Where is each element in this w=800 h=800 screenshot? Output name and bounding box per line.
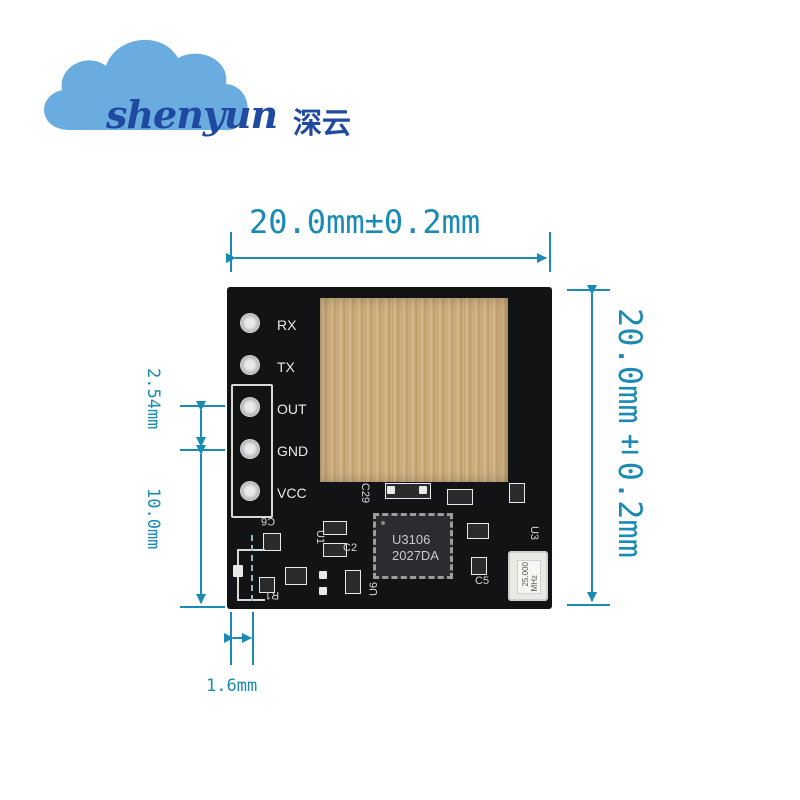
smd-component [259, 577, 275, 593]
shenyun-logo: shenyun 深云 [30, 20, 360, 145]
smd-component [323, 543, 347, 557]
pad-out [240, 397, 260, 417]
smd-component [471, 557, 487, 575]
silk-u3: U3 [528, 525, 541, 541]
crystal-oscillator: 25.000 MHz [508, 551, 548, 601]
pin1-dot [381, 521, 385, 525]
cloud-icon [44, 39, 248, 130]
pad-tx [240, 355, 260, 375]
silk-c2: C2 [343, 542, 358, 554]
smd-pad [319, 571, 327, 579]
silk-u6: U6 [368, 581, 381, 597]
edge-offset-label: 1.6mm [206, 676, 258, 696]
pin-center-line [251, 535, 253, 601]
width-label: 20.0mm±0.2mm [249, 203, 481, 241]
smd-component [447, 489, 473, 505]
crystal-frequency: 25.000 [521, 562, 530, 587]
silk-r1: R1 [265, 589, 280, 601]
smd-component [509, 483, 525, 503]
pad-rx [240, 313, 260, 333]
pad-gnd [240, 439, 260, 459]
smd-pad [233, 565, 243, 577]
crystal-marking: 25.000 [521, 562, 530, 586]
smd-component [467, 523, 489, 539]
pin-pitch-label: 2.54mm [143, 368, 163, 430]
brand-name-chinese: 深云 [293, 106, 352, 140]
smd-pad [387, 486, 395, 494]
silk-c5: C5 [475, 575, 490, 587]
chip-marking-1: U3106 [392, 532, 431, 547]
pin-label-out: OUT [277, 401, 307, 417]
smd-pad [319, 587, 327, 595]
silk-c6: C6 [261, 515, 276, 527]
pcb-board: RX TX OUT GND VCC U3106 2027DA 25.000 MH… [227, 287, 552, 609]
height-label: 20.0mm±0.2mm [611, 308, 649, 558]
pin-label-tx: TX [277, 359, 295, 375]
pin-label-vcc: VCC [277, 485, 307, 501]
rf-shield [320, 298, 508, 482]
main-chip: U3106 2027DA [373, 513, 453, 579]
pin-span-label: 10.0mm [143, 488, 163, 550]
smd-component [263, 533, 281, 551]
silk-u1: U1 [314, 529, 327, 545]
chip-marking-2: 2027DA [392, 548, 439, 563]
silk-c29: C29 [359, 482, 372, 504]
pin-header-outline [231, 384, 273, 518]
pad-vcc [240, 481, 260, 501]
smd-component [285, 567, 307, 585]
crystal-unit: MHz [530, 575, 539, 592]
pin-label-gnd: GND [277, 443, 309, 459]
brand-name: shenyun [106, 92, 278, 137]
smd-pad [419, 486, 427, 494]
smd-component [323, 521, 347, 535]
pin-label-rx: RX [277, 317, 297, 333]
smd-component [345, 570, 361, 594]
